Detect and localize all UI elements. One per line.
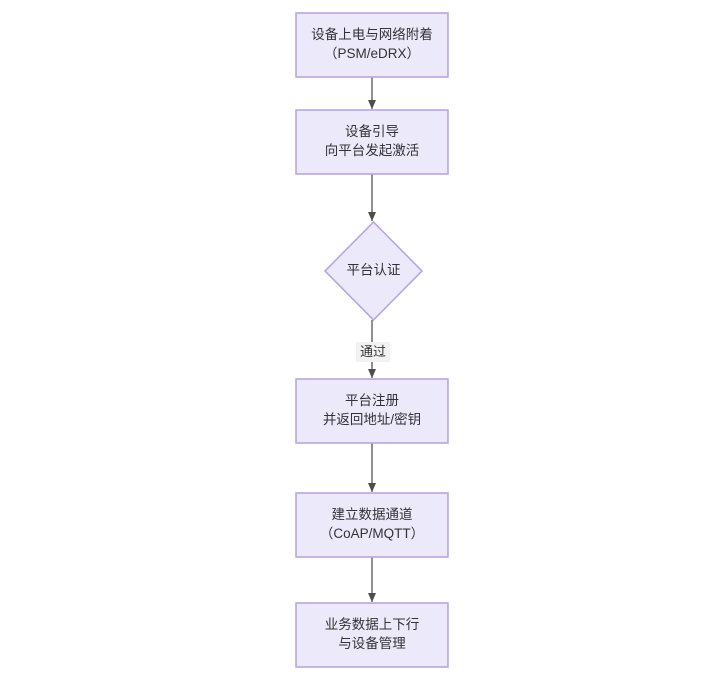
node-label-line: 平台注册 xyxy=(345,393,399,408)
node-label-line: 业务数据上下行 xyxy=(325,617,420,632)
edge-labels-layer: 通过 xyxy=(356,342,390,362)
node-label-line: 向平台发起激活 xyxy=(325,143,420,158)
decision-shape xyxy=(323,220,424,322)
process-shape xyxy=(295,378,449,444)
process-shape xyxy=(295,109,449,175)
nodes-layer: 设备上电与网络附着 （PSM/eDRX） 设备引导向平台发起激活平台认证平台注册并返… xyxy=(295,12,449,668)
edge-label-background xyxy=(356,342,390,362)
node-label-line: 建立数据通道 xyxy=(332,507,413,522)
node-label-line: 平台认证 xyxy=(347,263,401,278)
node-label-line: （CoAP/MQTT） xyxy=(320,526,424,541)
node-data-channel[interactable]: 建立数据通道 （CoAP/MQTT） xyxy=(295,492,449,558)
process-shape xyxy=(295,12,449,78)
node-label-line: 设备引导 xyxy=(345,123,399,139)
node-label-line: 并返回地址/密钥 xyxy=(323,411,421,427)
process-shape xyxy=(295,602,449,668)
edge-label-e3: 通过 xyxy=(360,344,386,359)
node-power-on[interactable]: 设备上电与网络附着 （PSM/eDRX） xyxy=(295,12,449,78)
process-shape xyxy=(295,492,449,558)
node-platform-auth[interactable]: 平台认证 xyxy=(323,220,424,322)
node-label-line: 与设备管理 xyxy=(338,635,406,651)
node-label-line: （PSM/eDRX） xyxy=(324,46,420,61)
node-label-line: 设备上电与网络附着 xyxy=(311,26,433,42)
